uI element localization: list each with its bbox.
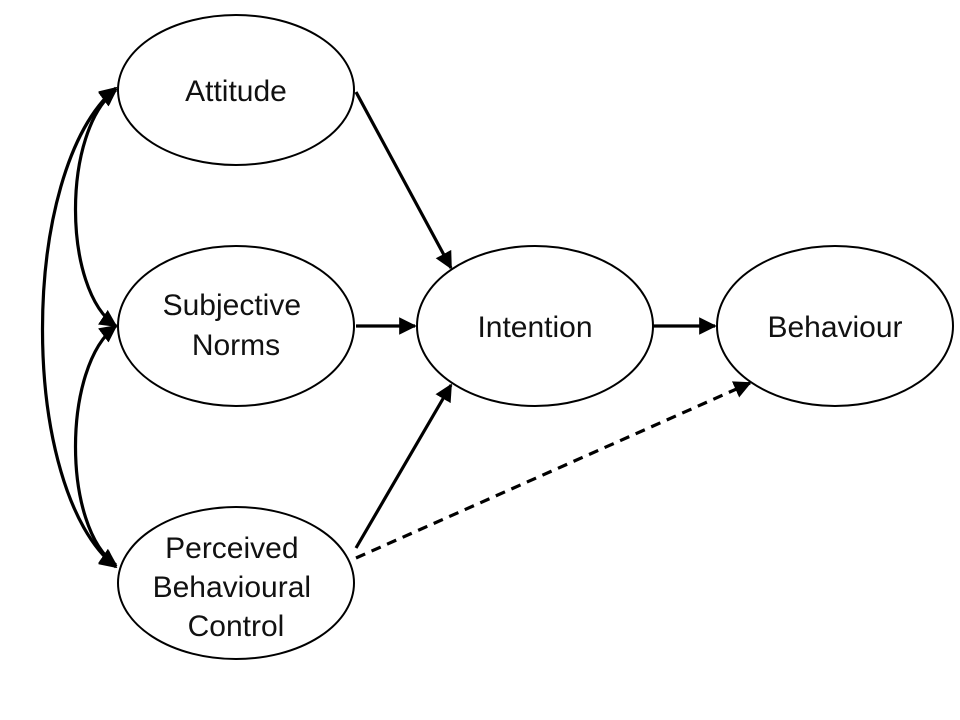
subjective-norms-label-line-1: Subjective	[163, 289, 301, 322]
node-intention: Intention	[416, 245, 654, 407]
edges	[40, 86, 752, 569]
edge-attitude-pbc-correlation	[40, 86, 118, 569]
intention-label-line: Intention	[477, 311, 592, 344]
node-behaviour: Behaviour	[716, 245, 954, 407]
perceived-behavioural-control-label: Perceived Behavioural Control	[153, 532, 320, 643]
intention-label: Intention	[477, 311, 592, 344]
behaviour-ellipse	[716, 245, 954, 407]
behaviour-label: Behaviour	[767, 311, 902, 344]
edge-subjective-norms-pbc-correlation	[73, 324, 118, 567]
subjective-norms-ellipse	[117, 245, 355, 407]
edge-pbc-to-intention	[354, 383, 453, 549]
node-attitude: Attitude	[117, 14, 355, 166]
edge-pbc-to-behaviour-dashed	[355, 381, 752, 560]
node-subjective-norms: Subjective Norms	[117, 245, 355, 407]
attitude-label: Attitude	[185, 75, 287, 108]
pbc-label-line-1: Perceived	[165, 532, 298, 565]
pbc-label-line-2: Behavioural	[153, 571, 311, 604]
subjective-norms-label: Subjective Norms	[163, 289, 310, 362]
subjective-norms-label-line-2: Norms	[192, 329, 280, 362]
pbc-label-line-3: Control	[188, 610, 285, 643]
intention-ellipse	[416, 245, 654, 407]
edge-attitude-subjective-norms-correlation	[73, 88, 118, 328]
perceived-behavioural-control-ellipse	[117, 506, 355, 660]
attitude-label-line: Attitude	[185, 75, 287, 108]
edge-attitude-to-intention	[354, 91, 453, 270]
behaviour-label-line: Behaviour	[767, 311, 902, 344]
attitude-ellipse	[117, 14, 355, 166]
node-perceived-behavioural-control: Perceived Behavioural Control	[117, 506, 355, 660]
